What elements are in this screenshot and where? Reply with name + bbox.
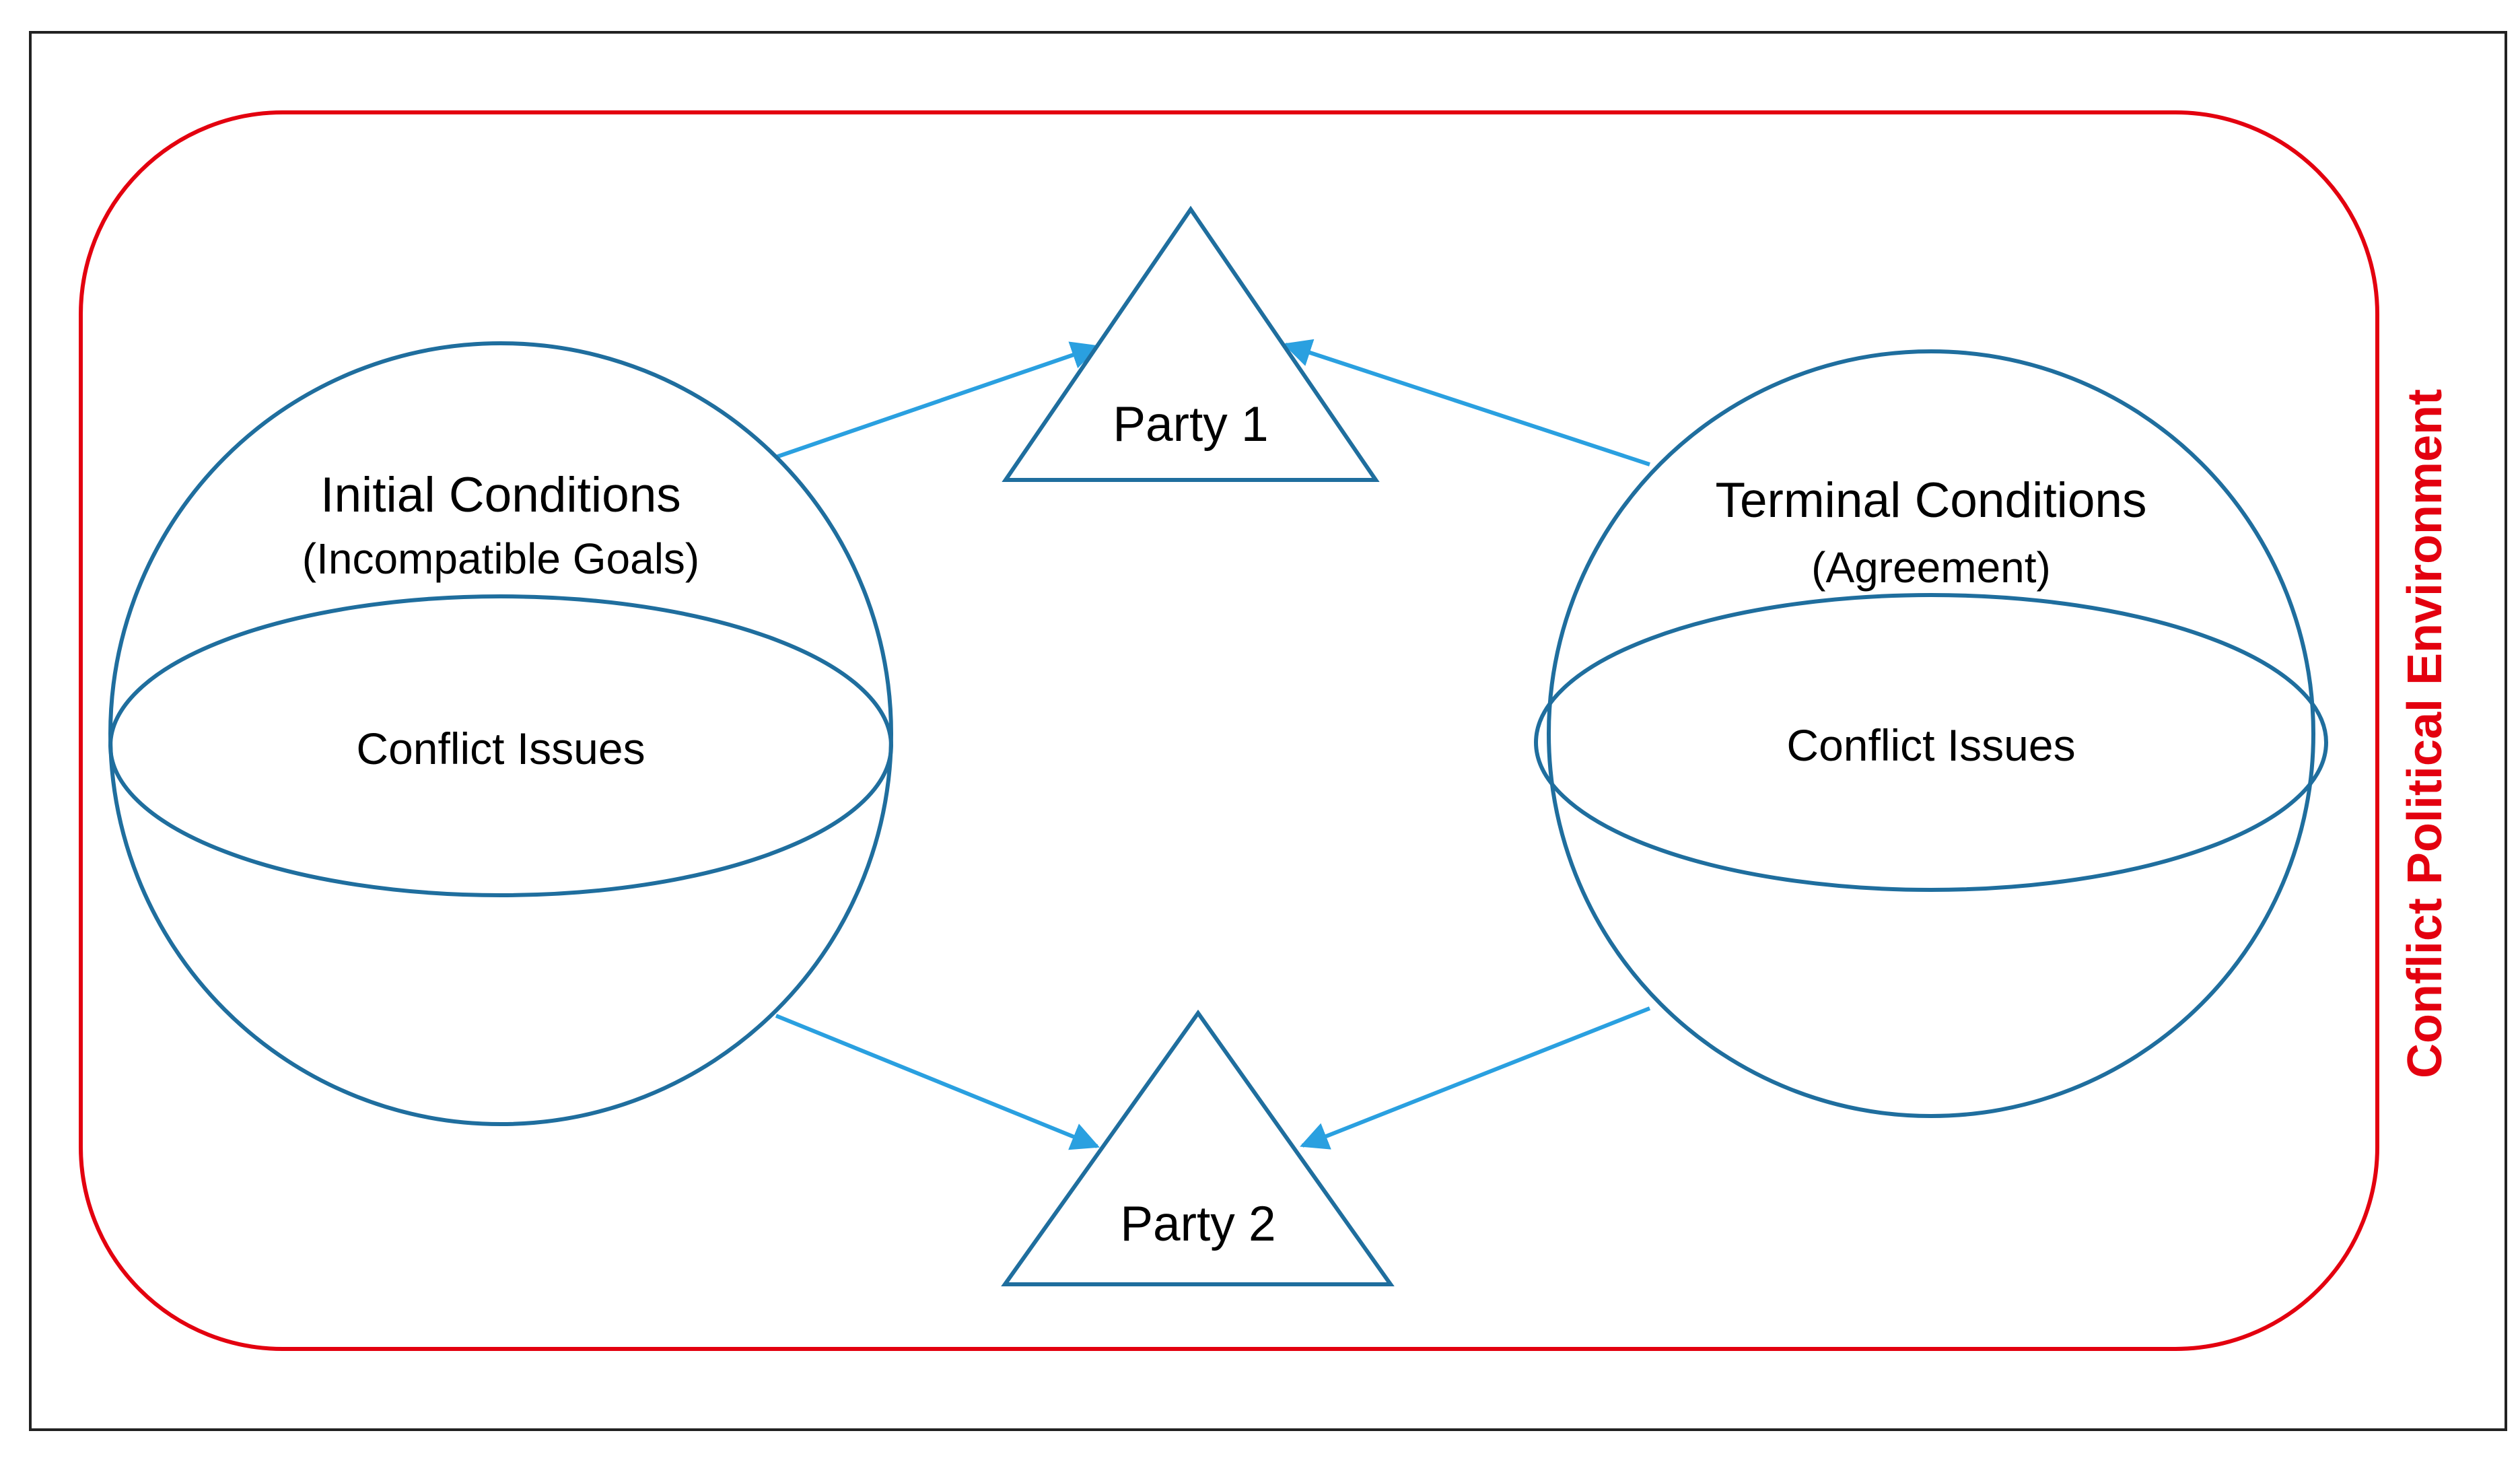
party1-node: Party 1 [1002, 205, 1380, 482]
initial-subtitle: (Incompatible Goals) [302, 534, 699, 583]
arrow-terminal-to-party1 [1283, 339, 1650, 466]
terminal-title: Terminal Conditions [1715, 473, 2146, 528]
party2-triangle [1001, 1009, 1395, 1286]
terminal-issues-label: Conflict Issues [1786, 720, 2075, 770]
environment-label: Conflict Political Environment [2398, 389, 2452, 1078]
party1-label: Party 1 [1113, 397, 1268, 452]
initial-issues-label: Conflict Issues [356, 724, 645, 773]
connector-arrows [775, 339, 1651, 1150]
party1-triangle [1002, 205, 1380, 482]
terminal-sphere-outline [1547, 349, 2315, 1118]
terminal-issues-ellipse [1534, 593, 2328, 892]
arrow-initial-to-party1 [775, 341, 1100, 459]
initial-title: Initial Conditions [320, 468, 681, 522]
initial-issues-ellipse [108, 594, 893, 897]
party2-label: Party 2 [1120, 1197, 1275, 1251]
environment-boundary [79, 110, 2379, 1351]
party2-node: Party 2 [1001, 1009, 1395, 1286]
arrow-terminal-to-party2 [1300, 1006, 1651, 1150]
initial-conditions-sphere: Initial Conditions (Incompatible Goals) … [108, 341, 893, 1126]
figure-frame [29, 31, 2507, 1431]
arrow-initial-to-party2 [775, 1014, 1100, 1150]
terminal-conditions-sphere: Terminal Conditions (Agreement) Conflict… [1534, 349, 2328, 1118]
terminal-subtitle: (Agreement) [1811, 543, 2051, 592]
